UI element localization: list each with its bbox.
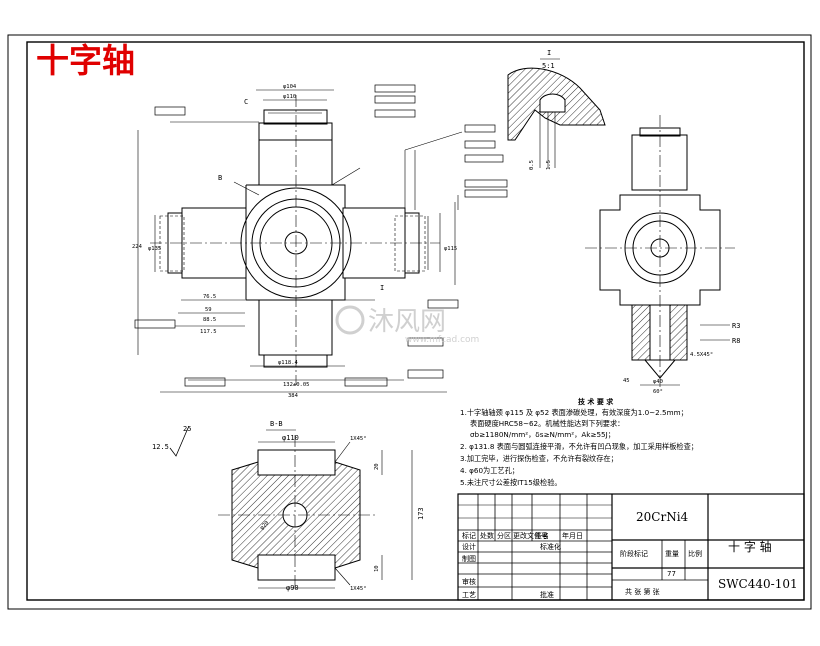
dim-phi115: φ115 [444, 246, 457, 252]
tech-line: 2. φ131.8 表面与圆弧连接平滑，不允许有凹凸现象，加工采用样板检查； [460, 442, 698, 451]
tech-line: σb≥1180N/mm²，δs≥N/mm²，Ak≥55J； [470, 430, 615, 439]
section-bb-label: B-B [270, 420, 283, 428]
dim-59: 59 [205, 307, 212, 313]
dim-phi110: φ110 [283, 94, 296, 100]
side-depth: 45 [623, 378, 630, 384]
side-view: R3 R8 4.5X45° φ40 60° 45 [585, 115, 740, 395]
tech-line: 表面硬度HRC58~62。机械性能达到下列要求： [470, 419, 624, 428]
inner-frame [26, 41, 805, 601]
dim-phi118: φ118.4 [278, 360, 299, 366]
side-angle: 60° [653, 389, 663, 395]
tb-approve: 批准 [540, 590, 554, 599]
tb-weight: 77 [667, 570, 676, 578]
tb-header: 处数 [480, 531, 494, 540]
label-i: I [380, 284, 384, 292]
tb-row: 审核 [462, 577, 476, 586]
side-chamfer: 4.5X45° [690, 352, 713, 358]
section-dia-hole: φ20 [259, 520, 270, 531]
tb-material: 20CrNi4 [636, 510, 689, 524]
roughness-other: 12.5 [152, 443, 169, 451]
detail-i-scale: 5:1 [542, 62, 555, 70]
tb-header: 分区 [497, 531, 511, 540]
dim-384: 384 [288, 393, 299, 399]
tb-std: 标准化 [540, 542, 561, 551]
section-chamfer-bottom: 1X45° [350, 586, 367, 592]
section-dia-bottom: φ90 [286, 584, 299, 592]
watermark-url: www.mfcad.com [405, 335, 479, 345]
detail-i-dim-a: 0.5 [529, 160, 535, 170]
title-block: 标记 处数 分区 更改文件号 签名 年月日 设计 制图 审核 工艺 标准化 批准… [457, 493, 805, 601]
roughness-symbol: 25 12.5 [152, 425, 191, 457]
side-r8: R8 [732, 337, 740, 345]
section-bb-view: B-B φ110 φ90 1X45° 1X45° 173 20 10 φ20 [218, 420, 425, 592]
tech-requirements: 技 术 要 求 1.十字轴轴颈 φ115 及 φ52 表面渗碳处理，有效深度为1… [460, 397, 698, 487]
dim-phi135: φ135 [148, 246, 161, 252]
tech-title: 技 术 要 求 [578, 397, 614, 406]
main-view-labels: B C I 384 132±0.05 117.5 88.5 76.5 59 φ1… [132, 84, 457, 399]
tb-sheets: 共 张 第 张 [625, 587, 660, 596]
watermark: 沐风网 www.mfcad.com [335, 305, 479, 345]
section-dim-10: 10 [374, 565, 380, 572]
outer-border [7, 34, 812, 610]
detail-i-dim-b: 1.5 [546, 160, 552, 170]
tb-part-name: 十 字 轴 [728, 539, 772, 554]
label-c: C [244, 98, 248, 106]
tb-stage: 阶段标记 [620, 549, 648, 558]
tb-row: 设计 [462, 542, 476, 551]
watermark-logo: 沐风网 [368, 307, 446, 337]
tb-header: 标记 [462, 531, 476, 540]
drawing-title: 十字轴 [36, 41, 135, 80]
side-r3: R3 [732, 322, 740, 330]
detail-i-label: I [547, 49, 551, 57]
side-dia: φ40 [653, 379, 663, 385]
tb-header: 年月日 [562, 531, 583, 540]
section-dia-top: φ110 [282, 434, 299, 442]
roughness-value: 25 [183, 425, 191, 433]
dim-phi104: φ104 [283, 84, 297, 90]
dim-117: 117.5 [200, 329, 217, 335]
main-view [137, 89, 463, 393]
section-dim-20: 20 [374, 463, 380, 470]
dim-76: 76.5 [203, 294, 216, 300]
section-height: 173 [417, 507, 425, 520]
dim-224: 224 [132, 244, 143, 250]
tb-weight-label: 重量 [665, 550, 679, 558]
tech-line: 3.加工完毕，进行探伤检查，不允许有裂纹存在； [460, 454, 618, 463]
tb-drawing-no: SWC440-101 [718, 577, 798, 591]
detail-i-view: I 5:1 0.5 1.5 [507, 49, 606, 170]
tb-header: 更改文件号 [513, 531, 548, 540]
dim-132: 132±0.05 [283, 382, 310, 388]
dim-88: 88.5 [203, 317, 216, 323]
tb-row: 工艺 [462, 591, 476, 599]
tech-line: 4. φ60为工艺孔； [460, 466, 519, 475]
tb-header: 签名 [535, 531, 549, 540]
tolerance-frames [134, 84, 508, 387]
label-b: B [218, 174, 222, 182]
tb-row: 制图 [462, 554, 476, 563]
tech-line: 5.未注尺寸公差按IT15级检验。 [460, 478, 562, 487]
section-chamfer-top: 1X45° [350, 436, 367, 442]
tech-line: 1.十字轴轴颈 φ115 及 φ52 表面渗碳处理，有效深度为1.0~2.5mm… [460, 408, 688, 417]
tb-scale-label: 比例 [688, 549, 702, 558]
